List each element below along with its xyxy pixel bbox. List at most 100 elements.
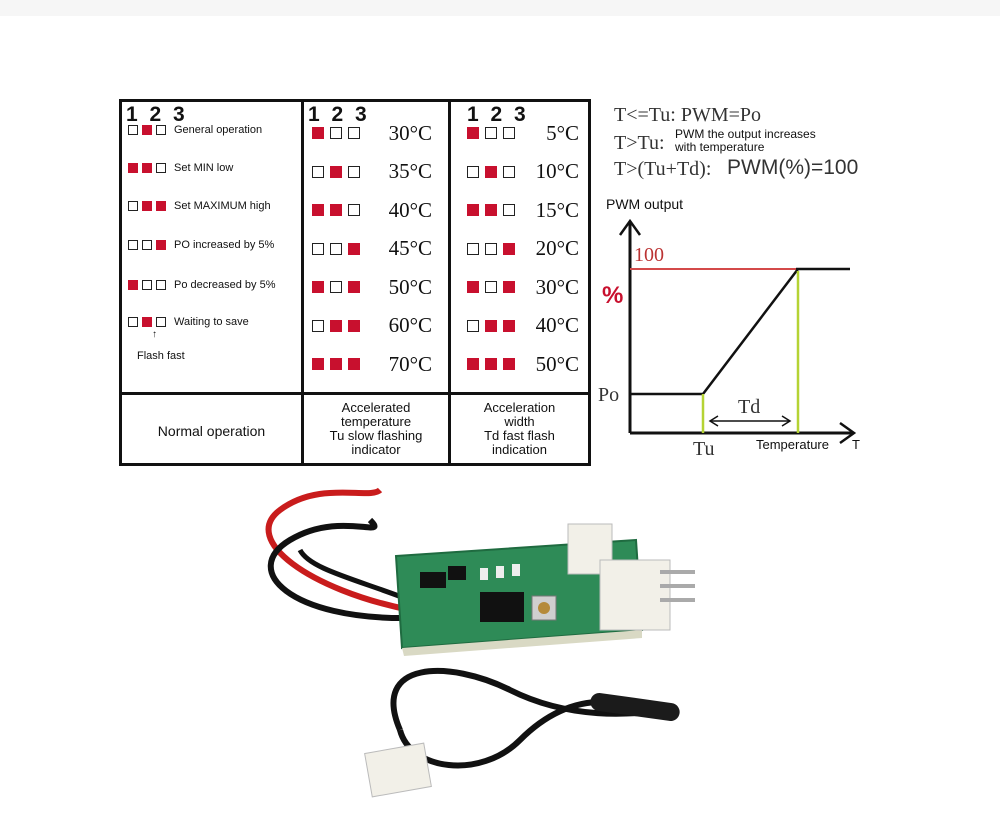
led-off-indicator: [348, 204, 360, 216]
led-on-indicator: [348, 319, 360, 332]
temperature-value: 5°C: [546, 120, 579, 145]
led-on-indicator: [348, 358, 360, 370]
graph-t-label: T: [852, 437, 860, 452]
temperature-row: 70°C: [312, 351, 432, 377]
temperature-row: 5°C: [467, 120, 579, 146]
led-on-indicator: [485, 319, 497, 332]
temperature-value: 35°C: [388, 159, 432, 183]
footer-line: Acceleration: [483, 400, 556, 415]
led-on-indicator: [503, 319, 515, 332]
led-on-indicator: [503, 281, 515, 293]
led-off-indicator: [156, 317, 166, 327]
led-on-indicator: [142, 317, 152, 327]
rule-text-line: PWM the output increases: [675, 127, 816, 141]
led-off-indicator: [128, 125, 138, 135]
rule-line-1: T<=Tu: PWM=Po: [614, 104, 762, 126]
pwm-graph: [618, 218, 857, 445]
black-wire: [267, 517, 411, 622]
led-number-header: 1 2 3: [126, 103, 188, 126]
mode-row: PO increased by 5%: [128, 239, 274, 251]
footer-line: Td fast flash: [484, 428, 555, 443]
led-on-indicator: [467, 204, 479, 216]
footer-line: indication: [492, 442, 547, 457]
led-on-indicator: [503, 358, 515, 370]
temperature-value: 40°C: [535, 313, 579, 337]
temperature-value: 30°C: [388, 120, 432, 145]
graph-percent-label: %: [602, 282, 624, 309]
led-off-indicator: [142, 240, 152, 250]
led-on-indicator: [485, 165, 497, 178]
temperature-row: 10°C: [467, 159, 579, 185]
temperature-value: 70°C: [388, 351, 432, 376]
led-on-indicator: [312, 281, 324, 293]
product-photo: [265, 487, 695, 798]
led-off-indicator: [156, 280, 166, 290]
temperature-row: 45°C: [312, 236, 432, 262]
led-on-indicator: [467, 281, 479, 293]
footer-line: Tu slow flashing: [329, 428, 423, 443]
pcb-edge: [402, 630, 642, 656]
temperature-value: 60°C: [388, 313, 432, 337]
footer-td-description: Acceleration width Td fast flash indicat…: [451, 401, 588, 457]
led-on-indicator: [503, 242, 515, 255]
led-number-header: 1 2 3: [308, 103, 370, 126]
mode-row: Set MIN low: [128, 162, 233, 174]
temperature-value: 30°C: [535, 274, 579, 299]
led-off-indicator: [128, 317, 138, 327]
x-axis-arrow: [839, 421, 857, 445]
led-off-indicator: [128, 240, 138, 250]
temperature-row: 20°C: [467, 236, 579, 262]
temperature-value: 15°C: [535, 197, 579, 222]
graph-100-label: 100: [634, 244, 664, 266]
led-on-indicator: [485, 204, 497, 216]
led-off-indicator: [348, 165, 360, 178]
led-off-indicator: [503, 165, 515, 178]
footer-tu-description: Accelerated temperature Tu slow flashing…: [304, 401, 448, 457]
ic-chip: [480, 592, 524, 622]
temperature-row: 40°C: [312, 197, 432, 223]
transistor: [448, 566, 466, 580]
footer-line: indicator: [351, 442, 401, 457]
led-on-indicator: [467, 358, 479, 370]
temperature-row: 35°C: [312, 159, 432, 185]
led-on-indicator: [348, 281, 360, 293]
sensor-connector: [364, 742, 432, 798]
led-off-indicator: [485, 281, 497, 293]
arrow-up-icon: ↑: [152, 329, 157, 340]
temperature-value: 10°C: [535, 159, 579, 183]
temperature-row: 60°C: [312, 313, 432, 339]
led-off-indicator: [142, 280, 152, 290]
led-on-indicator: [348, 242, 360, 255]
temperature-row: 50°C: [312, 274, 432, 300]
led-on-indicator: [142, 201, 152, 211]
column-divider: [301, 102, 304, 463]
mode-label: Set MIN low: [174, 162, 234, 174]
mode-label: General operation: [174, 124, 263, 136]
mode-label: Set MAXIMUM high: [174, 200, 271, 212]
led-on-indicator: [330, 165, 342, 178]
led-on-indicator: [312, 127, 324, 139]
led-off-indicator: [156, 163, 166, 173]
led-off-indicator: [485, 127, 497, 139]
led-off-indicator: [312, 242, 324, 255]
rule-line-2-prefix: T>Tu:: [614, 132, 665, 154]
graph-tu-label: Tu: [693, 438, 715, 460]
led-off-indicator: [128, 201, 138, 211]
mode-label: Po decreased by 5%: [174, 279, 276, 291]
mode-row: Waiting to save: [128, 316, 249, 328]
row-divider: [122, 392, 588, 395]
td-arrow-left: [708, 415, 719, 427]
led-off-indicator: [503, 204, 515, 216]
td-arrow-right: [781, 415, 792, 427]
led-off-indicator: [467, 319, 479, 332]
led-on-indicator: [330, 319, 342, 332]
led-on-indicator: [312, 358, 324, 370]
led-on-indicator: [330, 358, 342, 370]
rule-text-line: with temperature: [675, 140, 765, 154]
footer-normal-operation: Normal operation: [157, 423, 266, 439]
flash-note: Flash fast: [137, 350, 185, 362]
temperature-row: 15°C: [467, 197, 579, 223]
mode-label: PO increased by 5%: [174, 239, 275, 251]
graph-y-title: PWM output: [606, 196, 684, 212]
push-button-cap: [538, 602, 550, 614]
